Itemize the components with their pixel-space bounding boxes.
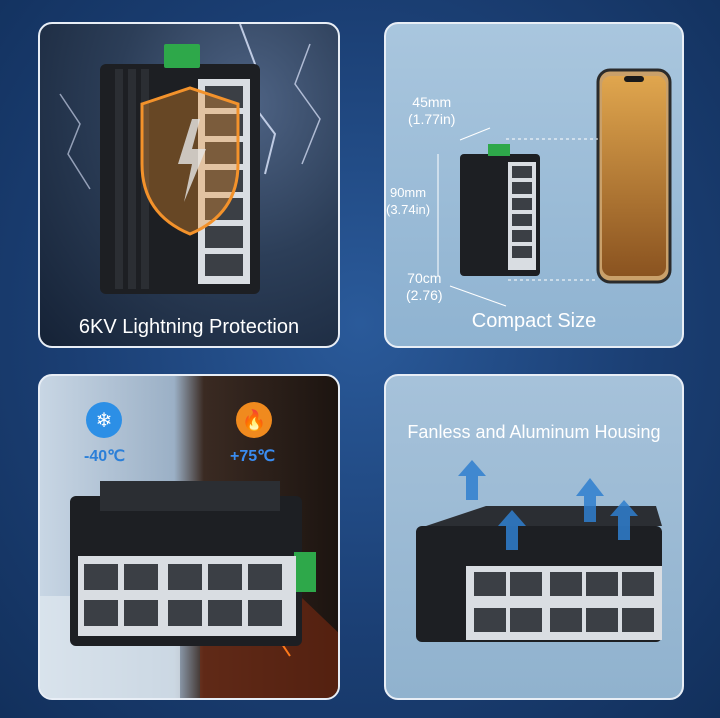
width-dimension-inches: (1.77in) [408, 111, 456, 127]
compact-caption: Compact Size [471, 310, 597, 332]
heat-arrow-icon [576, 478, 604, 522]
heat-arrow-icon [610, 500, 638, 540]
compact-size-panel: 45mm (1.77in) 90mm (3.74in) 70cm (2.76) … [384, 22, 684, 348]
temperature-scene [40, 481, 338, 698]
width-dimension: 45mm [412, 94, 452, 110]
fanless-panel: Fanless and Aluminum Housing [384, 374, 684, 700]
fanless-scene [416, 460, 662, 642]
hot-temperature: +75℃ [230, 448, 276, 465]
terminal-block [164, 44, 200, 68]
bolt-icon [178, 119, 206, 202]
depth-dimension-inches: (2.76) [406, 287, 443, 303]
lightning-scene [59, 24, 321, 294]
temperature-panel: ❄ -40℃ 🔥 +75℃ [38, 374, 340, 700]
heat-arrow-icon [458, 460, 486, 500]
height-dimension: 90mm [389, 185, 427, 200]
height-dimension-inches: (3.74in) [386, 202, 431, 217]
lightning-protection-panel: 6KV Lightning Protection [38, 22, 340, 348]
lightning-bolt-icon [294, 43, 321, 165]
terminal-block [488, 144, 510, 156]
lightning-caption: 6KV Lightning Protection [78, 316, 300, 338]
depth-dimension: 70cm [407, 270, 442, 286]
fanless-caption: Fanless and Aluminum Housing [407, 422, 661, 442]
terminal-block [294, 552, 316, 592]
flame-icon: 🔥 [236, 402, 272, 438]
cold-temperature: -40℃ [84, 448, 126, 465]
compact-scene [437, 68, 672, 307]
lightning-bolt-icon [59, 93, 91, 190]
snowflake-icon: ❄ [86, 402, 122, 438]
heat-arrow-icon [498, 510, 526, 550]
